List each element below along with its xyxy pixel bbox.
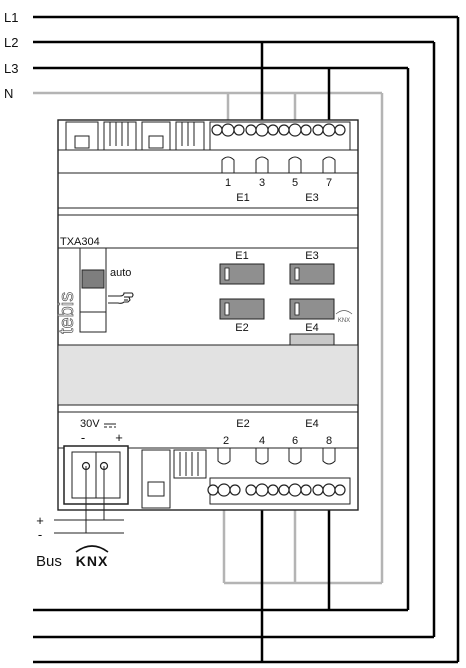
terminal-4-screw <box>255 483 269 497</box>
phase-wires <box>33 15 460 664</box>
mode-switch[interactable] <box>79 247 107 333</box>
channel-e4-label: E4 <box>305 322 318 334</box>
knx-logo: KNX <box>75 545 109 569</box>
terminal-2-screw <box>217 483 231 497</box>
top-group-e1: E1 <box>236 192 249 204</box>
power-voltage-label: 30V <box>80 418 100 430</box>
e4-tab <box>289 333 335 346</box>
bottom-group-e4: E4 <box>305 418 318 430</box>
terminal-number-6: 6 <box>292 435 298 447</box>
bus-plus-label: + <box>36 513 44 528</box>
channel-e2-window <box>219 298 265 320</box>
bus-minus-label: - <box>38 527 42 542</box>
terminal-number-4: 4 <box>259 435 265 447</box>
power-plus-label: + <box>115 430 123 445</box>
channel-e1-window <box>219 263 265 285</box>
bus-label: Bus <box>36 553 62 570</box>
channel-e3-indicator <box>294 267 300 281</box>
device-grey-panel <box>57 344 359 406</box>
label-l1: L1 <box>4 10 18 25</box>
terminal-8-screw <box>322 483 336 497</box>
dc-symbol <box>104 423 116 428</box>
top-terminal-block <box>209 121 351 173</box>
label-n: N <box>4 86 13 101</box>
terminal-number-5: 5 <box>292 177 298 189</box>
channel-e3-label: E3 <box>305 250 318 262</box>
terminal-number-2: 2 <box>223 435 229 447</box>
manual-hand-icon <box>108 292 134 304</box>
terminal-number-3: 3 <box>259 177 265 189</box>
top-group-e3: E3 <box>305 192 318 204</box>
bus-connector[interactable] <box>63 445 129 505</box>
terminal-1-screw <box>221 123 235 137</box>
terminal-6-screw <box>288 483 302 497</box>
terminal-7-screw <box>322 123 336 137</box>
model-label: TXA304 <box>60 236 100 248</box>
channel-e4-indicator <box>294 302 300 316</box>
label-l3: L3 <box>4 61 18 76</box>
actuator-device: 1 3 5 7 E1 E3 TXA304 auto tebis E1 E3 <box>56 119 359 511</box>
terminal-3-screw <box>255 123 269 137</box>
channel-e1-label: E1 <box>235 250 248 262</box>
top-left-terminals <box>65 121 205 151</box>
mode-switch-knob[interactable] <box>81 269 105 289</box>
terminal-number-1: 1 <box>225 177 231 189</box>
mode-auto-label: auto <box>110 267 131 279</box>
power-minus-label: - <box>81 430 85 445</box>
label-l2: L2 <box>4 35 18 50</box>
knx-badge-text: KNX <box>338 318 350 324</box>
channel-e3-window <box>289 263 335 285</box>
knx-logo-text: KNX <box>76 553 109 569</box>
terminal-number-8: 8 <box>326 435 332 447</box>
bottom-terminal-block <box>207 448 351 505</box>
bus-wiring <box>54 466 124 534</box>
channel-e2-label: E2 <box>235 322 248 334</box>
bottom-left-terminals <box>141 449 207 509</box>
bottom-group-e2: E2 <box>236 418 249 430</box>
channel-e4-window <box>289 298 335 320</box>
terminal-5-screw <box>288 123 302 137</box>
terminal-number-7: 7 <box>326 177 332 189</box>
knx-badge: KNX <box>335 310 353 324</box>
brand-label: tebis <box>56 292 78 334</box>
channel-e2-indicator <box>224 302 230 316</box>
channel-e1-indicator <box>224 267 230 281</box>
